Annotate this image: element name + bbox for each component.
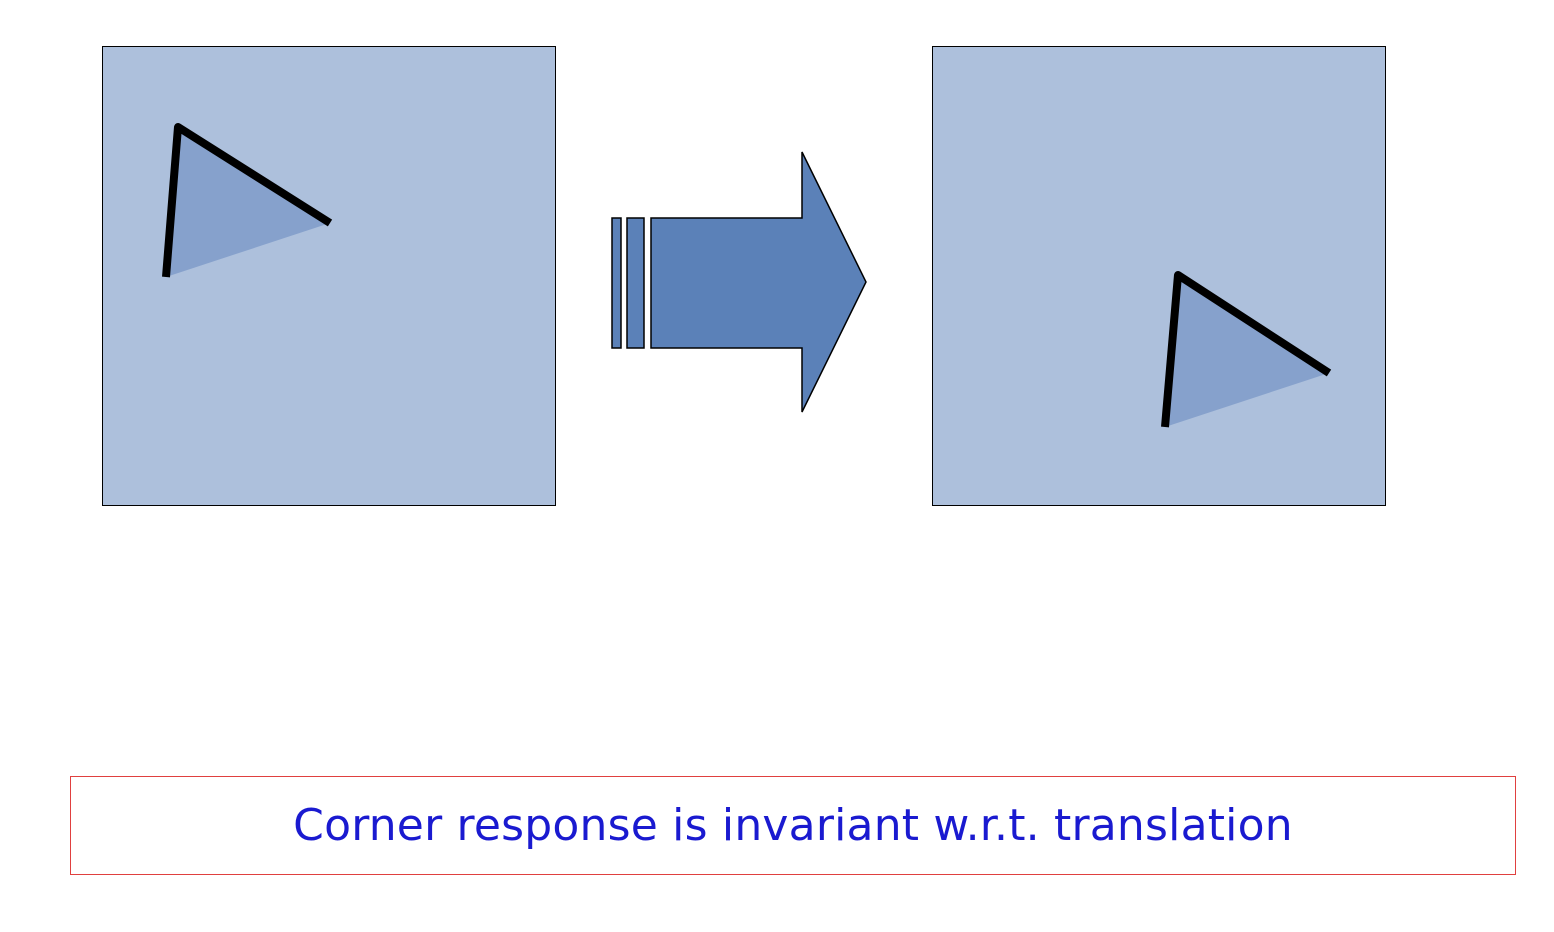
arrow-stripe-1 [611, 217, 622, 349]
translated-image-panel [932, 46, 1386, 506]
corner-region [166, 127, 330, 277]
original-corner-shape [162, 123, 333, 278]
corner-edges [1161, 271, 1332, 428]
original-image-panel [102, 46, 556, 506]
arrow-body [650, 151, 867, 413]
corner-region [1165, 275, 1329, 427]
translation-arrow [600, 140, 880, 430]
caption-box: Corner response is invariant w.r.t. tran… [70, 776, 1516, 875]
caption-text: Corner response is invariant w.r.t. tran… [293, 800, 1293, 851]
translated-corner-shape [1161, 271, 1332, 428]
corner-edges [162, 123, 333, 278]
arrow-stripe-2 [626, 217, 645, 349]
